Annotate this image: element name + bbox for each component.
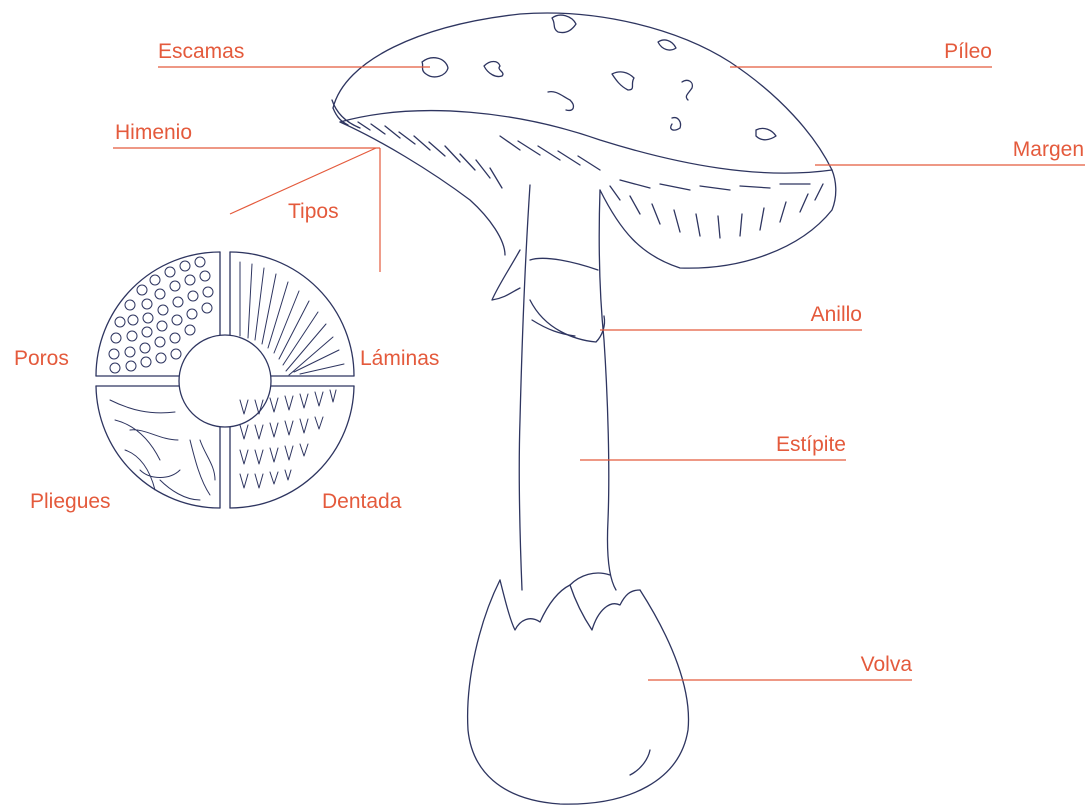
gills-pattern (240, 262, 344, 375)
label-poros: Poros (14, 347, 69, 371)
label-volva: Volva (800, 653, 912, 677)
hymenium-types-dial (96, 252, 354, 508)
mushroom-gills (340, 111, 836, 269)
mushroom-volva (468, 573, 689, 804)
mushroom-cap (332, 13, 832, 170)
label-pileo: Píleo (900, 40, 992, 64)
folds-pattern (110, 400, 215, 500)
label-dentada: Dentada (322, 490, 401, 514)
cap-scales (422, 15, 776, 140)
label-estipite: Estípite (730, 433, 846, 457)
pores-pattern (109, 257, 213, 373)
label-himenio: Himenio (115, 121, 192, 145)
label-escamas: Escamas (158, 40, 244, 64)
toothed-pattern (240, 390, 336, 488)
label-pliegues: Pliegues (30, 490, 111, 514)
mushroom-ring (492, 250, 605, 342)
mushroom-stem (519, 185, 616, 590)
label-anillo: Anillo (760, 303, 862, 327)
label-margen: Margen (960, 138, 1084, 162)
label-laminas: Láminas (360, 347, 439, 371)
label-tipos: Tipos (288, 200, 339, 224)
leader-lines (113, 67, 1085, 680)
